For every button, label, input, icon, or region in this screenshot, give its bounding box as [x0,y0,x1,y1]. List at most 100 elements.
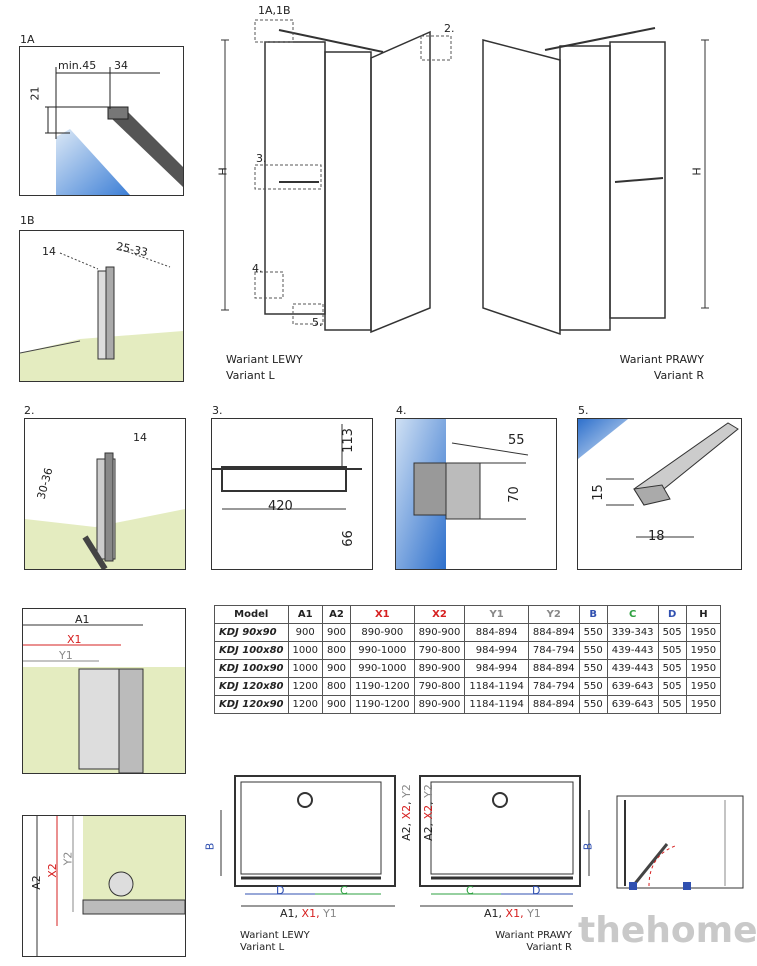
cell-model: KDJ 120x80 [214,677,289,696]
cell: 550 [578,623,608,642]
cell: 1184-1194 [464,677,529,696]
detail-4-panel: 55 70 [395,418,557,570]
top-label-3: 3. [256,152,267,165]
cell: 790-800 [413,677,466,696]
cell-model: KDJ 100x90 [214,659,289,678]
cell: 800 [321,641,352,660]
th-d: D [657,605,687,624]
dim-a1: A1 [75,613,90,626]
cell: 900 [321,695,352,714]
dim-34: 34 [114,59,128,72]
cell: 790-800 [413,641,466,660]
dim-18: 18 [648,529,665,544]
elevation-drawings [221,19,709,336]
top-label-2: 2. [444,22,455,35]
plan-caption-left-en: Variant L [240,942,285,953]
height-label-left: H [216,167,230,176]
cell: 1000 [287,641,323,660]
cell: 890-900 [413,695,466,714]
th-y1: Y1 [464,605,529,624]
plan-caption-right-en: Variant R [526,942,572,953]
dim-66: 66 [340,530,356,547]
dim-70: 70 [506,486,522,503]
label-1a: 1A [20,33,35,46]
cell-model: KDJ 100x80 [214,641,289,660]
caption-left-pl: Wariant LEWY [226,353,303,366]
plan-left-dim-b: B [203,842,217,851]
height-label-right: H [690,167,704,176]
cell: 890-900 [413,659,466,678]
cell: 550 [578,659,608,678]
cell: 1950 [685,695,722,714]
plan-right-dim-c: C [466,884,474,897]
table-row: KDJ 120x80 1200 800 1190-1200 790-800 11… [214,677,722,696]
cell: 784-794 [527,641,580,660]
cell: 890-900 [350,623,415,642]
plan-right-dims: A1, X1, Y1 [484,907,541,920]
cell: 339-343 [606,623,659,642]
cell: 1190-1200 [350,695,415,714]
cell: 884-894 [527,659,580,678]
label-1b: 1B [20,214,35,227]
detail-1b-drawing [20,248,183,381]
label-3: 3. [212,404,223,417]
detail-5-drawing [578,419,739,538]
cell: 1950 [685,659,722,678]
detail-1a-panel: min.45 34 21 [19,46,184,196]
cell: 1184-1194 [464,695,529,714]
cell: 884-894 [527,695,580,714]
table-row: KDJ 100x80 1000 800 990-1000 790-800 984… [214,641,722,660]
dim-14-2: 14 [133,431,147,444]
cell: 639-643 [606,677,659,696]
th-a2: A2 [321,605,352,624]
cell: 1950 [685,641,722,660]
watermark-logo: thehome [578,910,757,951]
detail-4-drawing [396,419,529,569]
top-label-1a1b: 1A,1B [258,4,291,17]
cell: 505 [657,623,687,642]
caption-right-pl: Wariant PRAWY [619,353,704,366]
th-x1: X1 [350,605,415,624]
th-c: C [606,605,659,624]
detail-2-panel: 14 30-36 [24,418,186,570]
detail-1b-panel: 14 25-33 [19,230,184,382]
cell: 505 [657,677,687,696]
cell: 550 [578,695,608,714]
top-label-5: 5. [312,316,323,329]
dim-420: 420 [268,499,293,514]
label-4: 4. [396,404,407,417]
dim-15: 15 [590,484,606,501]
cell: 550 [578,677,608,696]
detail-a2-panel: A2 X2 Y2 [22,815,186,957]
cell: 990-1000 [350,659,415,678]
th-a1: A1 [287,605,323,624]
cell: 800 [321,677,352,696]
detail-2-drawing [25,452,185,569]
th-model: Model [214,605,289,624]
table-row: KDJ 120x90 1200 900 1190-1200 890-900 11… [214,695,722,714]
spec-table-header-row: Model A1 A2 X1 X2 Y1 Y2 B C D H [214,605,722,624]
cell: 1950 [685,623,722,642]
dim-21: 21 [28,86,42,101]
cell-model: KDJ 120x90 [214,695,289,714]
th-x2: X2 [413,605,466,624]
cell: 900 [287,623,323,642]
detail-1a-drawing [45,67,183,195]
th-y2: Y2 [527,605,580,624]
dim-14: 14 [42,245,56,258]
cell: 900 [321,659,352,678]
cell: 505 [657,659,687,678]
detail-3-panel: 420 113 66 [211,418,373,570]
detail-a1-drawing [23,624,185,773]
dim-x2: X2 [45,863,59,878]
plan-right-dim-b: B [581,842,595,851]
cell: 1000 [287,659,323,678]
cell: 984-994 [464,659,529,678]
cell: 1190-1200 [350,677,415,696]
cell: 890-900 [413,623,466,642]
plan-left-dims: A1, X1, Y1 [280,907,337,920]
plan-caption-left-pl: Wariant LEWY [240,930,310,941]
detail-5-panel: 15 18 [577,418,742,570]
dim-a2: A2 [29,875,43,890]
cell: 1950 [685,677,722,696]
